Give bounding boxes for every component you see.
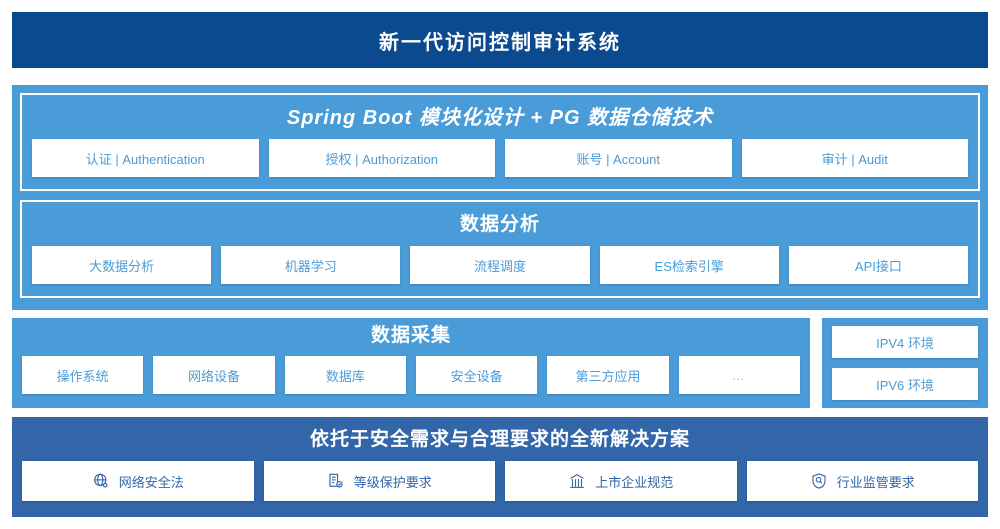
shield-search-icon (810, 472, 828, 490)
platform-panel: Spring Boot 模块化设计 + PG 数据仓储技术 认证 | Authe… (12, 85, 988, 310)
card-database[interactable]: 数据库 (284, 356, 406, 394)
card-label: 上市企业规范 (595, 474, 674, 490)
card-big-data-analysis[interactable]: 大数据分析 (32, 246, 212, 284)
solution-title: 依托于安全需求与合理要求的全新解决方案 (309, 429, 690, 450)
header-banner: 新一代访问控制审计系统 (12, 12, 988, 68)
card-classified-protection[interactable]: 等级保护要求 (263, 461, 495, 501)
card-operating-system[interactable]: 操作系统 (22, 356, 144, 394)
card-industry-regulation[interactable]: 行业监管要求 (746, 461, 978, 501)
card-cybersecurity-law[interactable]: 网络安全法 (22, 461, 254, 501)
data-analysis-card-row: 大数据分析 机器学习 流程调度 ES检索引擎 API接口 (32, 246, 969, 284)
bank-building-icon (568, 472, 586, 490)
card-es-search-engine[interactable]: ES检索引擎 (599, 246, 779, 284)
card-machine-learning[interactable]: 机器学习 (221, 246, 401, 284)
data-collection-title: 数据采集 (370, 325, 451, 346)
springboot-section-title: Spring Boot 模块化设计 + PG 数据仓储技术 (286, 107, 714, 129)
card-ipv4-environment[interactable]: IPV4 环境 (832, 326, 978, 358)
card-authentication[interactable]: 认证 | Authentication (32, 139, 259, 177)
card-more-ellipsis[interactable]: … (678, 356, 800, 394)
card-api-interface[interactable]: API接口 (788, 246, 969, 284)
solution-card-row: 网络安全法 等级保护要求 (22, 461, 978, 501)
card-account[interactable]: 账号 | Account (505, 139, 732, 177)
card-audit[interactable]: 审计 | Audit (741, 139, 968, 177)
card-process-scheduling[interactable]: 流程调度 (410, 246, 590, 284)
springboot-card-row: 认证 | Authentication 授权 | Authorization 账… (32, 139, 968, 177)
card-security-device[interactable]: 安全设备 (415, 356, 538, 394)
data-analysis-section-title: 数据分析 (459, 214, 540, 235)
data-collection-card-row: 操作系统 网络设备 数据库 安全设备 第三方应用 … (22, 356, 800, 394)
card-third-party-app[interactable]: 第三方应用 (547, 356, 669, 394)
card-label: 网络安全法 (118, 474, 184, 490)
page-title: 新一代访问控制审计系统 (379, 31, 621, 54)
card-authorization[interactable]: 授权 | Authorization (268, 139, 495, 177)
card-network-device[interactable]: 网络设备 (153, 356, 275, 394)
card-label: 等级保护要求 (353, 474, 432, 490)
card-label: 行业监管要求 (836, 474, 915, 490)
environment-panel: IPV4 环境 IPV6 环境 (822, 318, 988, 408)
springboot-section: Spring Boot 模块化设计 + PG 数据仓储技术 认证 | Authe… (20, 93, 980, 191)
solution-panel: 依托于安全需求与合理要求的全新解决方案 网络安全法 (12, 417, 988, 517)
data-analysis-section: 数据分析 大数据分析 机器学习 流程调度 ES检索引擎 API接口 (20, 200, 980, 298)
collection-row: 数据采集 操作系统 网络设备 数据库 安全设备 第三方应用 … IPV4 环境 … (12, 318, 988, 408)
card-listed-company-standard[interactable]: 上市企业规范 (505, 461, 737, 501)
data-collection-panel: 数据采集 操作系统 网络设备 数据库 安全设备 第三方应用 … (12, 318, 810, 408)
globe-network-icon (92, 472, 110, 490)
document-check-icon (327, 472, 345, 490)
card-ipv6-environment[interactable]: IPV6 环境 (832, 368, 978, 400)
